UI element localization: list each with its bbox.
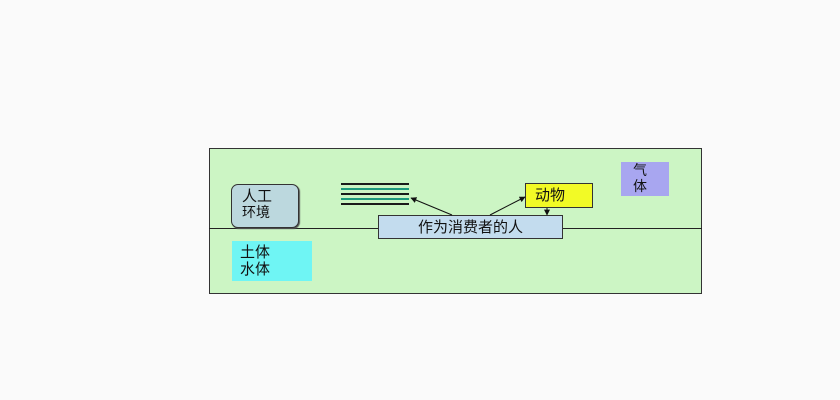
plant-stripes-graphic (341, 183, 409, 205)
consumer-label: 作为消费者的人 (417, 218, 523, 236)
water-label: 水体 (240, 260, 271, 278)
gas-line1: 气 (633, 163, 647, 179)
soil-label: 土体 (240, 243, 271, 261)
gas-box: 气 体 (621, 162, 669, 196)
artificial-environment-line1: 人工 (242, 187, 273, 205)
artificial-environment-line2: 环境 (242, 205, 270, 221)
consumer-box: 作为消费者的人 (378, 215, 563, 239)
animal-label: 动物 (535, 186, 566, 204)
gas-line2: 体 (633, 179, 647, 195)
artificial-environment-box: 人工 环境 (231, 184, 299, 228)
animal-box: 动物 (525, 183, 593, 208)
soil-water-box: 土体 水体 (232, 241, 312, 281)
